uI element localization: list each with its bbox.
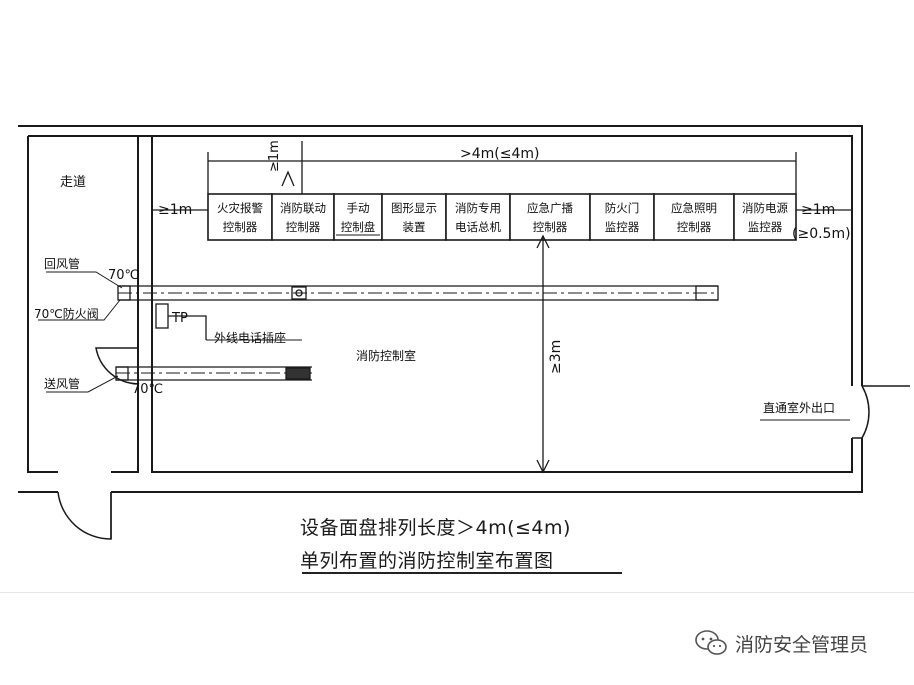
room-door [95, 347, 139, 385]
panel-label-line-1: 应急广播 [527, 201, 573, 215]
panel-label-line-2: 监控器 [605, 220, 640, 234]
equipment-panel-row: 火灾报警控制器消防联动控制器手动控制盘图形显示装置消防专用电话总机应急广播控制器… [207, 193, 797, 241]
wechat-icon [695, 630, 727, 655]
right-clear-alt-dimension: (≥0.5m) [792, 226, 851, 242]
panel-label-line-1: 应急照明 [671, 201, 717, 215]
phone-socket-label: 外线电话插座 [214, 330, 286, 345]
panel-label-line-2: 监控器 [748, 220, 783, 234]
panel-label-line-2: 控制器 [286, 220, 321, 234]
panel-box [445, 193, 511, 241]
temp-top-label: 70℃ [108, 268, 139, 283]
panel-label-line-1: 消防电源 [742, 201, 788, 215]
fire-damper-label: 70℃防火阀 [34, 306, 99, 321]
panel-box [733, 193, 797, 241]
panel-box [589, 193, 655, 241]
outer-wall [18, 125, 863, 493]
panel-box [207, 193, 273, 241]
panel-label-line-1: 火灾报警 [217, 201, 263, 215]
panel-box [509, 193, 591, 241]
footer-divider [0, 592, 914, 593]
panel-box [653, 193, 735, 241]
floor-plan: 火灾报警控制器消防联动控制器手动控制盘图形显示装置消防专用电话总机应急广播控制器… [18, 125, 910, 540]
caption-line-2: 单列布置的消防控制室布置图 [300, 550, 554, 572]
panel-label-line-1: 防火门 [605, 201, 640, 215]
panel-label-line-2: 控制器 [533, 220, 568, 234]
panel-label-line-2: 控制器 [677, 220, 712, 234]
tp-label: TP [171, 311, 188, 326]
panel-label-line-1: 图形显示 [391, 201, 437, 215]
depth-clear-dimension: ≥3m [548, 340, 564, 374]
caption-line-1: 设备面盘排列长度＞4m(≤4m) [300, 517, 571, 539]
exit-door [852, 385, 910, 439]
panel-label-line-2: 控制盘 [341, 220, 376, 234]
panel-label-line-1: 消防联动 [280, 201, 326, 215]
supply-duct-label: 送风管 [44, 376, 80, 391]
left-clear-dimension: ≥1m [158, 202, 192, 218]
exit-label: 直通室外出口 [763, 400, 835, 415]
front-clear-dimension: ≥1m [267, 140, 282, 172]
room-label: 消防控制室 [356, 348, 416, 363]
panel-box [381, 193, 447, 241]
panel-label-line-2: 装置 [403, 220, 426, 234]
return-duct-label: 回风管 [44, 256, 80, 271]
temp-bottom-label: 70℃ [132, 382, 163, 397]
panel-label-line-1: 手动 [347, 201, 370, 215]
tp-socket [155, 303, 169, 329]
right-clear-dimension: ≥1m [801, 202, 835, 218]
caption-underline [302, 572, 622, 574]
watermark-text: 消防安全管理员 [735, 633, 869, 656]
corridor-label: 走道 [60, 175, 86, 190]
corridor-door [57, 491, 112, 540]
top-span-dimension: >4m(≤4m) [460, 146, 539, 162]
panel-label-line-2: 电话总机 [455, 220, 501, 234]
watermark: 消防安全管理员 [693, 628, 868, 658]
corridor-inner-wall [27, 135, 139, 473]
panel-label-line-2: 控制器 [223, 220, 258, 234]
room-inner-wall [151, 135, 853, 473]
panel-label-line-1: 消防专用 [455, 201, 501, 215]
